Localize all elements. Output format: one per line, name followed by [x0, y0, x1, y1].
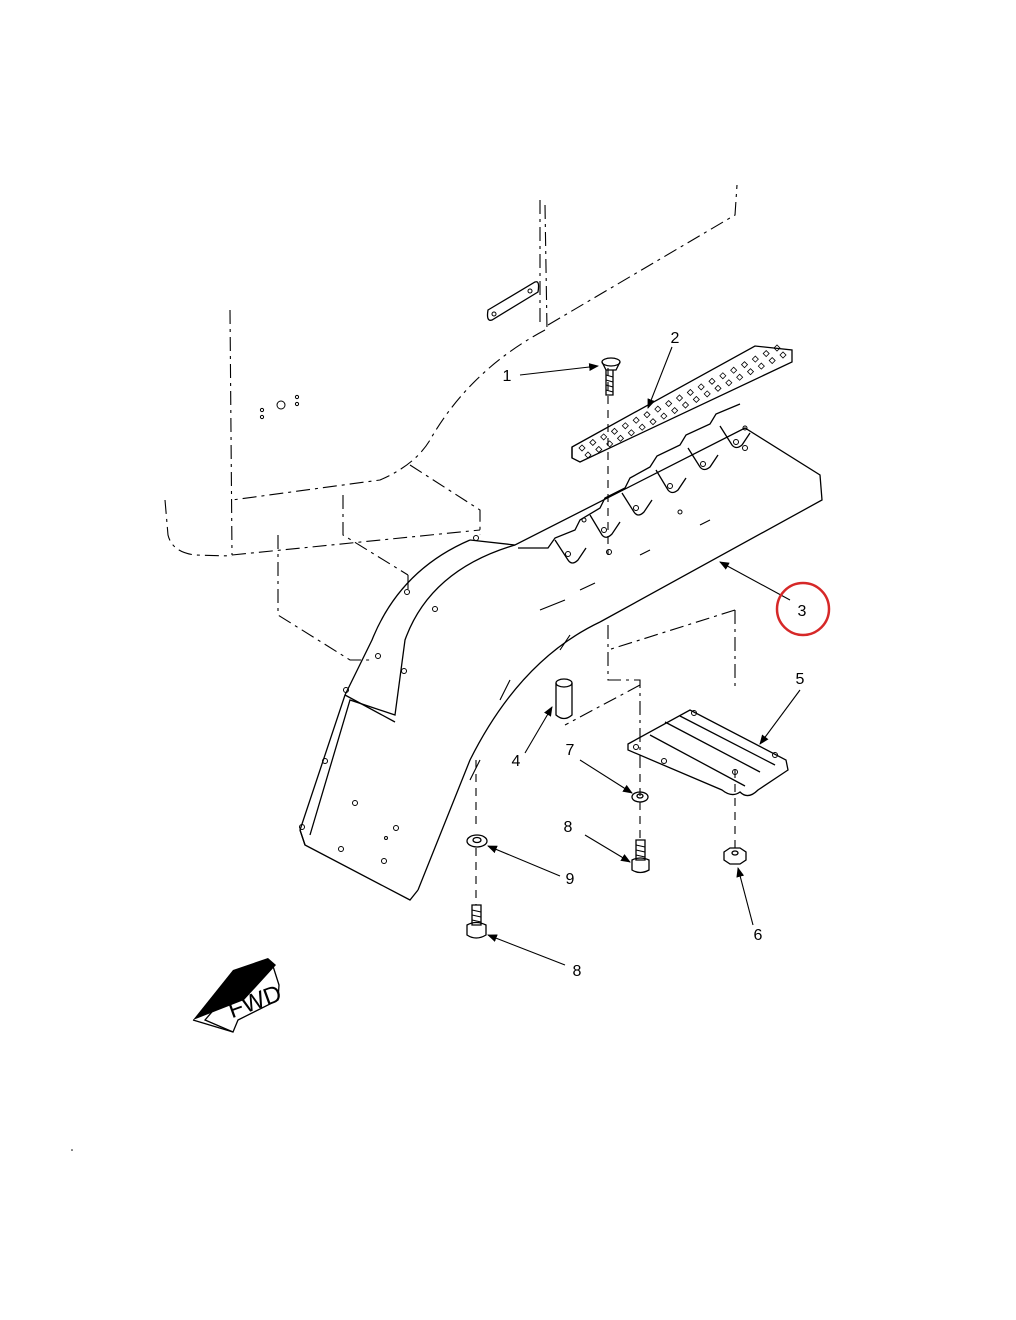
tread-diamond	[751, 355, 759, 363]
tread-diamond	[703, 390, 711, 398]
callout-6: 6	[754, 927, 763, 944]
tread-diamond	[746, 368, 755, 376]
screw-part	[601, 357, 621, 396]
tread-diamond	[589, 438, 597, 447]
callout-8-upper: 8	[564, 819, 573, 836]
tread-diamond	[736, 373, 744, 381]
tread-diamond	[773, 344, 781, 352]
tread-diamond	[600, 433, 608, 441]
tread-diamond	[584, 451, 592, 459]
tread-diamond	[654, 405, 662, 413]
cab-plate	[486, 281, 540, 321]
tread-diamond	[686, 388, 694, 397]
nut-part	[723, 847, 747, 865]
tread-diamond	[578, 444, 586, 452]
tread-diamond	[621, 422, 629, 430]
tread-diamond	[675, 394, 684, 402]
spacer-part	[555, 678, 573, 720]
tread-diamond	[665, 399, 673, 408]
mounting-phantom-lines	[475, 368, 736, 905]
callout-3: 3	[798, 603, 807, 620]
tread-diamond	[660, 412, 668, 420]
tread-diamond	[697, 383, 705, 391]
callout-8-lower: 8	[573, 963, 582, 980]
tread-diamond	[714, 384, 722, 392]
tread-diamond	[730, 366, 738, 374]
tread-diamond	[643, 411, 651, 419]
tread-diamond	[616, 434, 625, 442]
lower-washer-part	[466, 834, 488, 848]
tread-diamond	[632, 416, 640, 424]
tread-diamond	[692, 395, 700, 404]
fwd-direction-arrow: FWD	[192, 958, 285, 1033]
tread-diamond	[606, 440, 614, 448]
bolt-part-upper	[631, 839, 650, 874]
cab-holes	[259, 394, 300, 420]
tread-diamond	[649, 418, 657, 426]
tread-diamond	[610, 427, 619, 435]
tread-diamond	[638, 423, 646, 431]
callout-1: 1	[503, 368, 512, 385]
callout-4: 4	[512, 753, 521, 770]
speck	[71, 1149, 73, 1151]
tread-diamond	[779, 351, 787, 359]
washer-part	[631, 791, 649, 803]
tread-diamond	[740, 361, 749, 369]
callout-7: 7	[566, 742, 575, 759]
tread-diamond	[671, 406, 679, 415]
callout-2: 2	[671, 330, 680, 347]
tread-diamond	[725, 379, 733, 387]
tread-diamond	[595, 445, 603, 454]
tread-diamond	[708, 377, 716, 385]
tread-diamond	[768, 356, 776, 365]
bracket-part	[627, 709, 789, 797]
tread-diamond	[681, 401, 690, 409]
bolt-part-lower	[466, 904, 487, 939]
callout-9: 9	[566, 871, 575, 888]
tread-diamond	[757, 362, 765, 370]
highlight-circle	[775, 581, 831, 637]
tread-diamond	[627, 429, 635, 437]
tread-plate-part	[571, 344, 793, 463]
leader-lines	[487, 346, 801, 966]
callout-5: 5	[796, 671, 805, 688]
tread-diamond	[762, 349, 770, 358]
fender-panel	[299, 403, 823, 901]
tread-diamond	[719, 372, 727, 380]
cab-body-outline	[164, 184, 738, 661]
